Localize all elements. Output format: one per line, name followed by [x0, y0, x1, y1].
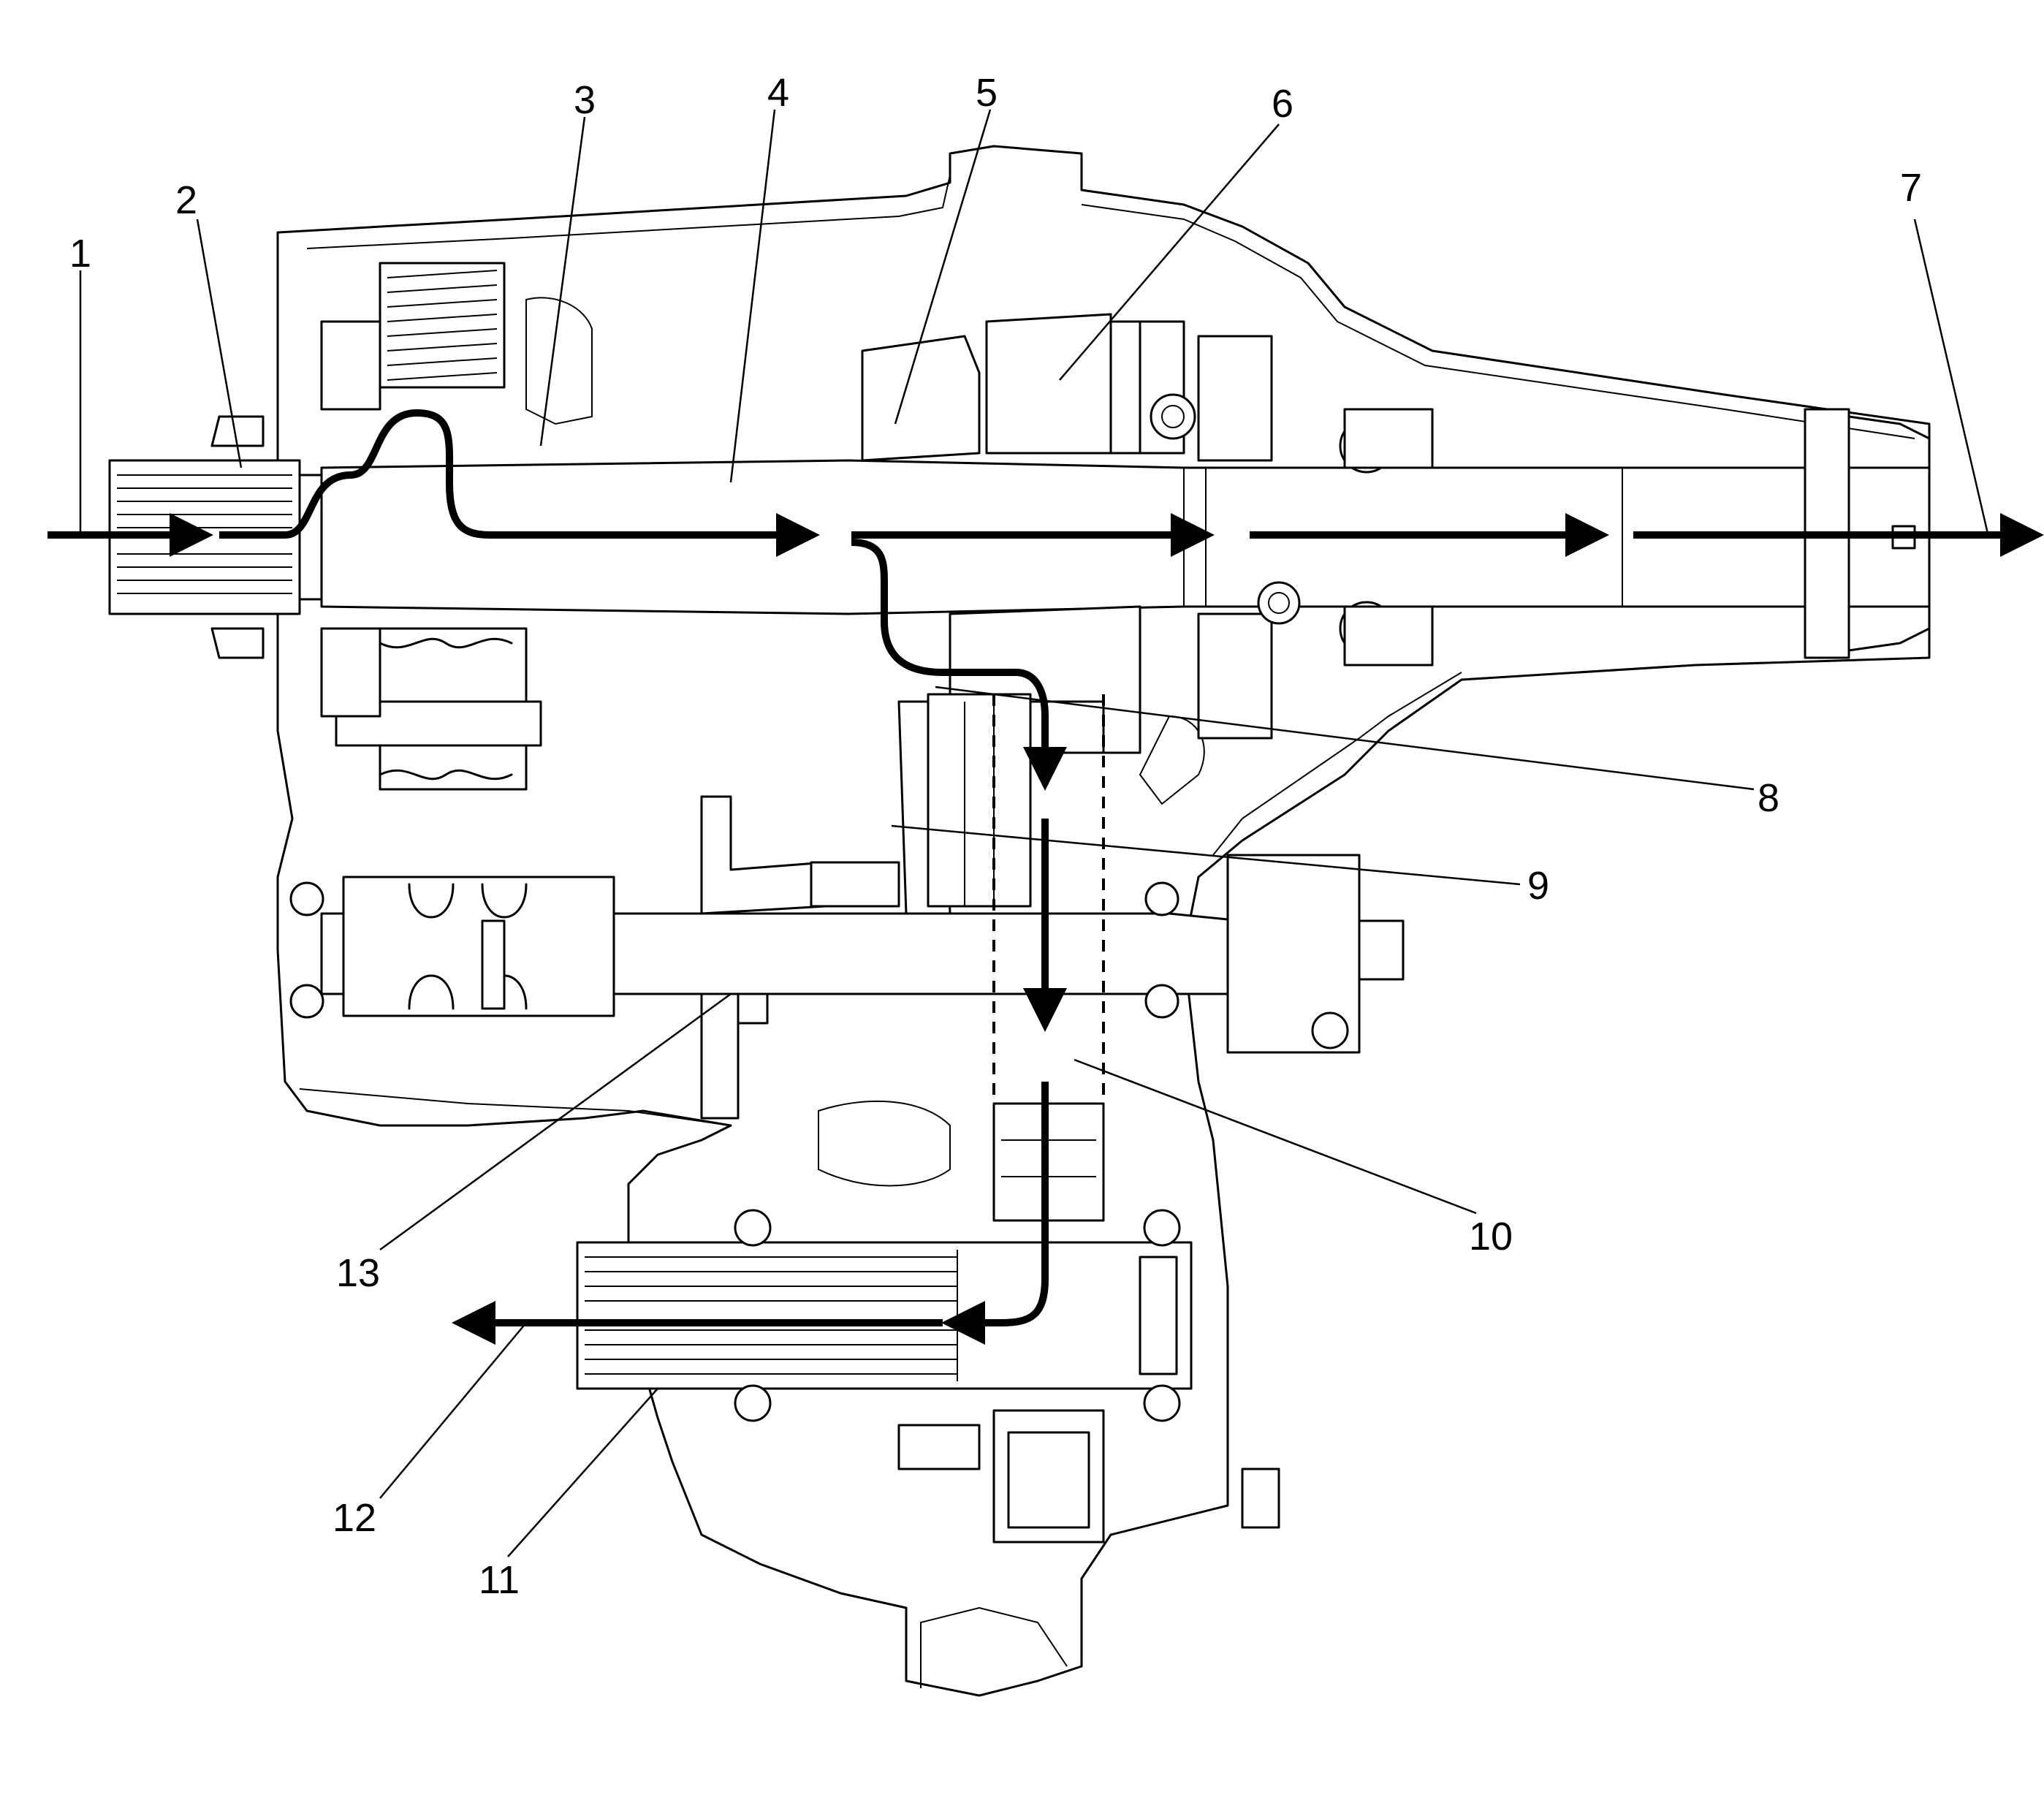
power-flow-arrows [48, 409, 2044, 1345]
callout-7: 7 [1900, 166, 1922, 210]
callout-12: 12 [333, 1496, 376, 1540]
shift-fork-assembly [700, 693, 1032, 915]
callout-5: 5 [976, 71, 998, 115]
callout-2: 2 [175, 178, 197, 222]
callout-10: 10 [1469, 1215, 1513, 1258]
callout-11: 11 [479, 1558, 520, 1602]
callout-6: 6 [1272, 82, 1293, 126]
callout-8: 8 [1758, 776, 1779, 820]
input-planetary-gearset [320, 262, 542, 791]
rear-bearings [1197, 335, 1434, 740]
housing-outline [276, 145, 1931, 1697]
callout-9: 9 [1527, 864, 1549, 908]
callout-1: 1 [69, 232, 91, 276]
callout-3: 3 [574, 78, 596, 122]
callout-13: 13 [336, 1251, 380, 1295]
callout-4: 4 [767, 71, 789, 115]
leader-lines [79, 109, 1989, 1557]
drive-chain [992, 694, 1105, 1104]
callout-labels: 1 2 3 4 5 6 7 8 9 10 11 12 13 [69, 71, 1922, 1602]
front-output-assembly [576, 1102, 1280, 1544]
